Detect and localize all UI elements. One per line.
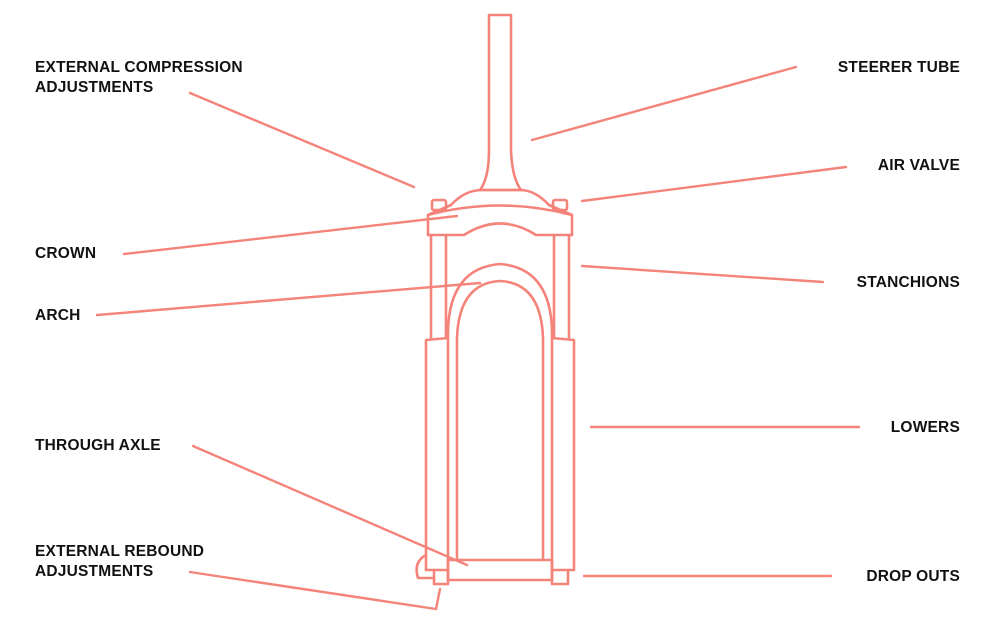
label-external-compression-line-2: ADJUSTMENTS xyxy=(35,79,154,96)
crown-top-shape xyxy=(426,188,574,217)
label-arch: ARCH xyxy=(35,307,81,324)
label-external-rebound-line-1: EXTERNAL REBOUND xyxy=(35,543,205,560)
label-external-compression-line-1: EXTERNAL COMPRESSION xyxy=(35,59,243,76)
rebound-knob-shape xyxy=(415,553,436,580)
right-lower-shape xyxy=(550,336,576,572)
leader-through-axle xyxy=(191,444,469,567)
label-steerer-tube: STEERER TUBE xyxy=(837,59,960,76)
leader-external-compression xyxy=(188,91,416,189)
air-valve-cap-shape xyxy=(551,198,569,212)
label-lowers: LOWERS xyxy=(890,419,960,436)
label-drop-outs: DROP OUTS xyxy=(866,568,960,585)
right-stanchion-shape xyxy=(552,233,571,340)
label-crown: CROWN xyxy=(35,245,97,262)
label-air-valve: AIR VALVE xyxy=(877,157,960,174)
label-through-axle: THROUGH AXLE xyxy=(35,437,161,454)
leader-external-rebound xyxy=(188,570,438,611)
drop-outs-shape xyxy=(432,568,570,586)
leader-steerer-tube xyxy=(530,65,798,142)
steerer-tube-shape xyxy=(478,13,523,192)
label-external-compression-adjustments: EXTERNAL COMPRESSION ADJUSTMENTS xyxy=(35,58,243,98)
label-external-rebound-adjustments: EXTERNAL REBOUND ADJUSTMENTS xyxy=(35,542,204,582)
leader-stanchions xyxy=(580,264,825,284)
crown-shape xyxy=(426,204,574,237)
leader-crown xyxy=(122,214,459,256)
left-lower-shape xyxy=(424,336,450,572)
arch-inner-shape xyxy=(455,279,545,340)
leader-arch xyxy=(95,281,482,317)
arch-shape xyxy=(446,262,554,340)
fork-illustration xyxy=(415,13,576,586)
leader-external-rebound-tail xyxy=(434,587,442,611)
label-stanchions: STANCHIONS xyxy=(856,274,960,291)
leader-lines xyxy=(95,65,861,611)
compression-knob-shape xyxy=(430,198,448,212)
label-external-rebound-line-2: ADJUSTMENTS xyxy=(35,563,154,580)
leader-air-valve xyxy=(580,165,848,203)
